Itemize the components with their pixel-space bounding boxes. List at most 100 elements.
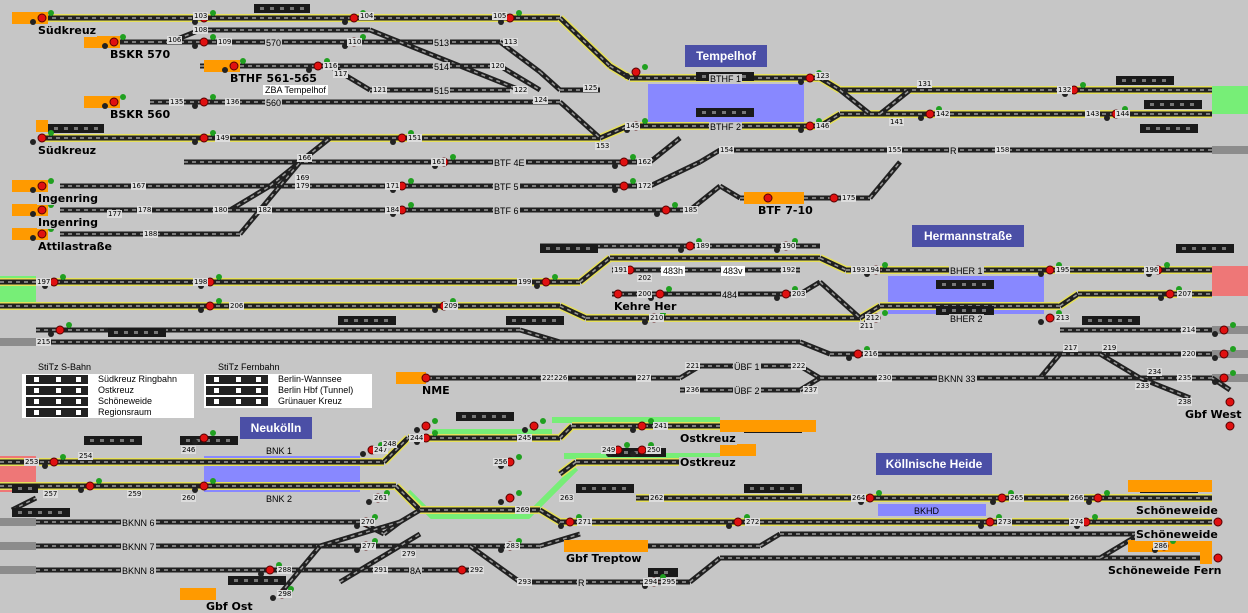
gray-exit-7[interactable] <box>0 542 36 550</box>
gray-exit-2[interactable] <box>1212 326 1248 334</box>
signal-51[interactable] <box>1212 322 1236 337</box>
berth-13[interactable] <box>180 588 216 600</box>
track-dash <box>539 533 581 547</box>
signal-3[interactable] <box>102 94 126 109</box>
gray-exit-4[interactable] <box>1212 350 1248 358</box>
signal-number-295: 295 <box>661 578 677 586</box>
signal-5[interactable] <box>30 178 54 193</box>
signal-75[interactable] <box>1213 517 1223 527</box>
block-marker <box>1150 103 1154 106</box>
signal-42[interactable] <box>1038 310 1062 325</box>
signal-74[interactable] <box>1086 490 1110 505</box>
signal-72[interactable] <box>858 490 882 505</box>
signal-57[interactable] <box>1225 421 1235 431</box>
berth-11[interactable] <box>720 444 756 456</box>
signal-14[interactable] <box>192 94 216 109</box>
berth-15[interactable] <box>1128 540 1212 552</box>
signal-number-241: 241 <box>653 422 669 430</box>
signal-number-271: 271 <box>577 518 593 526</box>
signal-45[interactable] <box>42 274 66 289</box>
block-marker <box>742 111 746 114</box>
signal-46[interactable] <box>534 274 558 289</box>
signal-20[interactable] <box>624 64 648 79</box>
signal-79[interactable] <box>558 514 582 529</box>
station-koellnische-heide[interactable]: Köllnische Heide <box>876 453 992 475</box>
gray-exit-1[interactable] <box>1212 146 1248 154</box>
berth-8[interactable] <box>744 192 804 204</box>
berth-16[interactable] <box>1200 552 1212 564</box>
signal-52[interactable] <box>1212 346 1236 361</box>
signal-65[interactable] <box>192 430 216 445</box>
entry-east-hermann[interactable] <box>1212 266 1248 296</box>
entry-east-tempelhof[interactable] <box>1212 86 1248 114</box>
place-ingenring-1: Ingenring <box>37 192 99 205</box>
signal-7[interactable] <box>30 226 54 241</box>
signal-50[interactable] <box>48 322 72 337</box>
signal-number-203: 203 <box>791 290 807 298</box>
signal-15[interactable] <box>192 130 216 145</box>
berth-10[interactable] <box>720 420 816 432</box>
signal-36[interactable] <box>648 286 672 301</box>
signal-number-195: 195 <box>1055 266 1071 274</box>
block-marker <box>1118 319 1122 322</box>
signal-68[interactable] <box>78 478 102 493</box>
signal-60[interactable] <box>522 418 546 433</box>
signal-28[interactable] <box>612 178 636 193</box>
signal-23[interactable] <box>798 118 822 133</box>
track-dash <box>579 257 611 283</box>
signal-30[interactable] <box>763 193 773 203</box>
station-tempelhof[interactable]: Tempelhof <box>685 45 767 67</box>
gray-exit-8[interactable] <box>0 566 36 574</box>
signal-83[interactable] <box>1213 553 1223 563</box>
signal-55[interactable] <box>1212 370 1236 385</box>
gray-exit-6[interactable] <box>0 518 36 526</box>
signal-11[interactable] <box>192 34 216 49</box>
signal-58[interactable] <box>414 418 438 433</box>
track-bkhd: BKHD <box>913 506 941 516</box>
track-dash <box>1139 377 1191 399</box>
signal-16[interactable] <box>390 130 414 145</box>
block-marker <box>982 309 986 312</box>
signal-0[interactable] <box>30 10 54 25</box>
signal-4[interactable] <box>30 130 54 145</box>
block-marker <box>1190 103 1194 106</box>
track-dash <box>499 41 541 73</box>
signal-35[interactable] <box>613 289 623 299</box>
signal-56[interactable] <box>1225 397 1235 407</box>
signal-32[interactable] <box>678 238 702 253</box>
signal-78[interactable] <box>726 514 750 529</box>
signal-number-291: 291 <box>373 566 389 574</box>
signal-69[interactable] <box>192 478 216 493</box>
signal-number-161: 161 <box>431 158 447 166</box>
block-marker <box>576 247 580 250</box>
signal-27[interactable] <box>612 154 636 169</box>
signal-71[interactable] <box>498 490 522 505</box>
signal-10[interactable] <box>498 10 522 25</box>
signal-47[interactable] <box>198 298 222 313</box>
signal-67[interactable] <box>42 454 66 469</box>
block-marker <box>114 331 118 334</box>
berth-12[interactable] <box>564 540 648 552</box>
block-marker <box>1108 319 1112 322</box>
signal-31[interactable] <box>829 193 839 203</box>
signal-77[interactable] <box>978 514 1002 529</box>
signal-number-292: 292 <box>469 566 485 574</box>
signal-1[interactable] <box>102 34 126 49</box>
gray-exit-3[interactable] <box>0 338 36 346</box>
signal-29[interactable] <box>654 202 678 217</box>
signal-61[interactable] <box>630 418 654 433</box>
signal-2[interactable] <box>222 58 246 73</box>
berth-4[interactable] <box>36 120 48 132</box>
signal-62[interactable] <box>630 442 654 457</box>
block-marker <box>1132 79 1136 82</box>
gray-exit-5[interactable] <box>1212 374 1248 382</box>
block-marker <box>28 487 32 490</box>
signal-54[interactable] <box>421 373 431 383</box>
signal-number-198: 198 <box>193 278 209 286</box>
signal-86[interactable] <box>457 565 467 575</box>
signal-number-210: 210 <box>649 314 665 322</box>
station-neukoelln[interactable]: Neukölln <box>240 417 312 439</box>
station-hermannstrasse[interactable]: Hermannstraße <box>912 225 1024 247</box>
berth-9[interactable] <box>396 372 426 384</box>
berth-14[interactable] <box>1128 480 1212 492</box>
